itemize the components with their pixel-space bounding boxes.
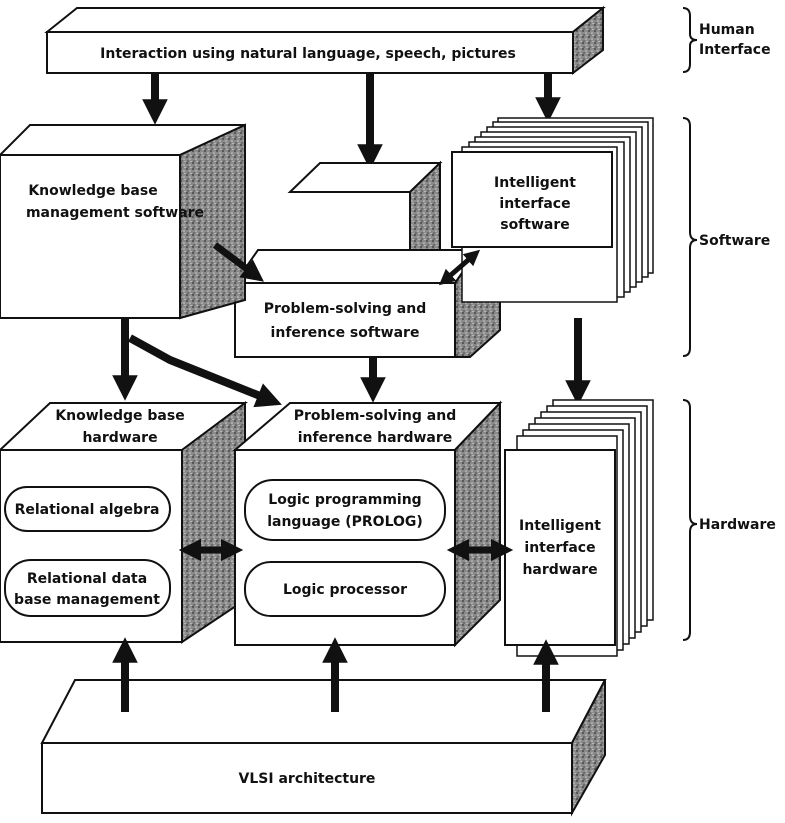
side-label-human-2: Interface	[699, 42, 771, 58]
logic-language-line1: Logic programming	[268, 492, 421, 508]
logic-processor-pill	[244, 561, 446, 617]
kb-hardware-line1: Knowledge base	[55, 408, 184, 424]
relational-algebra-text: Relational algebra	[15, 502, 160, 518]
side-label-software: Software	[699, 233, 770, 249]
brace-human-interface	[682, 7, 698, 73]
ii-software-line3: software	[500, 217, 570, 233]
relational-db-line2: base management	[14, 592, 160, 608]
kb-software-block: Knowledge base management software	[0, 123, 246, 320]
ps-hardware-line2: inference hardware	[298, 430, 453, 446]
kb-hardware-block: Knowledge base hardware Relational algeb…	[0, 401, 249, 644]
arrow-ps-ii-software	[438, 249, 481, 286]
vlsi-text: VLSI architecture	[239, 771, 376, 787]
ps-hardware-line1: Problem-solving and	[294, 408, 456, 424]
human-interface-box: Interaction using natural language, spee…	[44, 5, 606, 76]
side-label-hardware: Hardware	[699, 517, 776, 533]
ii-hardware-line3: hardware	[522, 562, 597, 578]
kb-hardware-line2: hardware	[82, 430, 157, 446]
relational-db-pill	[4, 559, 171, 617]
ps-software-block: Problem-solving and inference software	[233, 160, 501, 358]
arrow-kb-to-ps-software	[212, 242, 264, 282]
side-label-human-1: Human	[699, 22, 755, 38]
ii-software-stack: Intelligent interface software	[451, 117, 654, 303]
logic-language-line2: language (PROLOG)	[267, 514, 423, 530]
ps-hardware-block: Problem-solving and inference hardware L…	[232, 400, 503, 648]
relational-algebra-pill	[4, 486, 171, 532]
logic-processor-text: Logic processor	[283, 582, 407, 598]
brace-hardware	[682, 399, 698, 641]
kb-software-line2: management software	[26, 205, 204, 221]
brace-software	[682, 117, 698, 357]
ii-software-line2: interface	[499, 196, 570, 212]
vlsi-block: VLSI architecture	[40, 679, 607, 817]
ii-hardware-line1: Intelligent	[519, 518, 601, 534]
kb-software-line1: Knowledge base	[28, 183, 157, 199]
relational-db-line1: Relational data	[27, 571, 147, 587]
human-interface-text: Interaction using natural language, spee…	[100, 46, 516, 62]
arrow-kbsw-to-pshw	[128, 334, 282, 408]
ii-hardware-line2: interface	[524, 540, 595, 556]
logic-language-pill	[244, 479, 446, 541]
ii-software-line1: Intelligent	[494, 175, 576, 191]
ii-hardware-stack: Intelligent interface hardware	[504, 399, 654, 657]
ps-software-line1: Problem-solving and	[264, 301, 426, 317]
ps-software-line2: inference software	[271, 325, 420, 341]
